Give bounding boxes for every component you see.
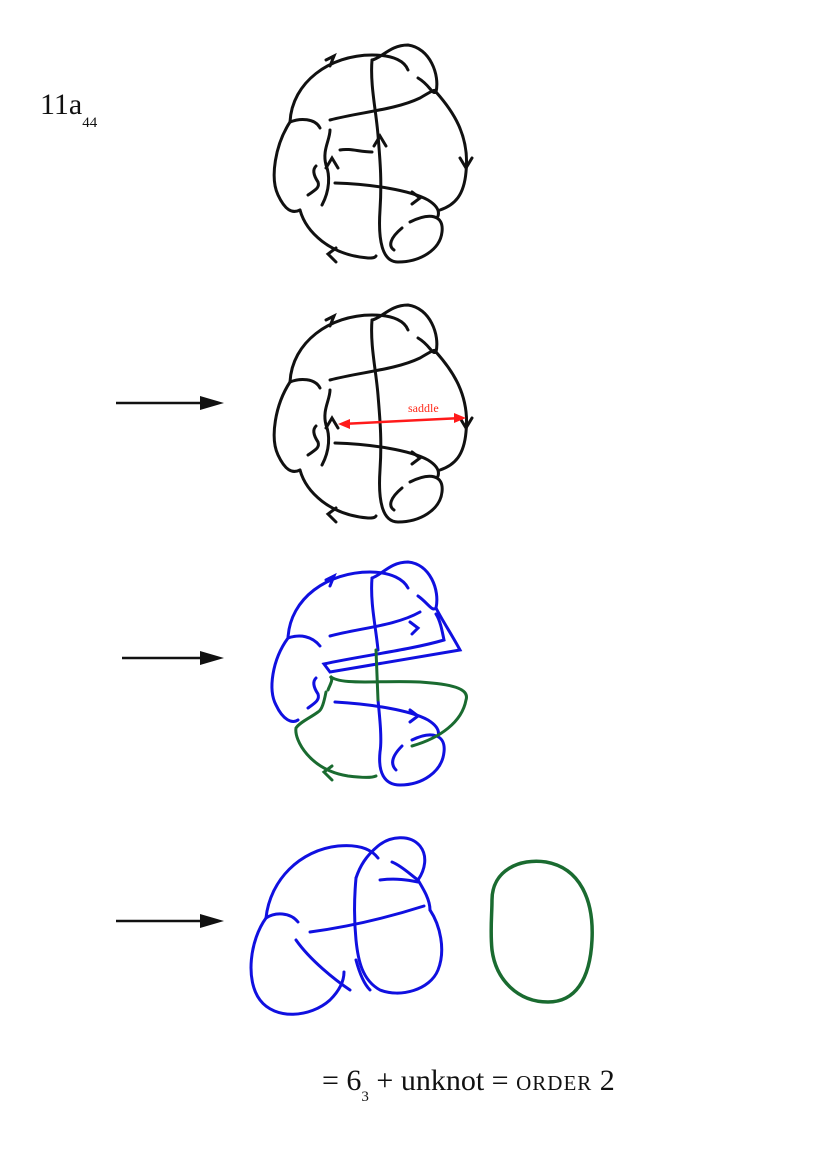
knot-strand: [370, 560, 439, 611]
knot-strand: [391, 744, 404, 772]
knot-strand: [370, 576, 380, 652]
knot-strand: [333, 700, 440, 738]
orientation-arrow-icon: [408, 708, 421, 724]
knot-diagram-after-saddle-blue: [270, 560, 463, 787]
knot-name-label: 11a44: [40, 88, 97, 131]
knot-orientation-arrows-blue: [324, 572, 421, 724]
knot-strand: [374, 648, 380, 702]
knot-strand: [272, 120, 302, 213]
orientation-arrow-icon: [458, 156, 474, 171]
knot-strand: [370, 43, 439, 95]
diagram-stroke: [341, 416, 463, 426]
diagram-stroke: [200, 651, 224, 665]
formula-order-word: order: [516, 1064, 593, 1097]
unknot-diagram: [489, 859, 594, 1004]
arrow-right-icon: [116, 914, 224, 928]
knot-strand: [298, 468, 378, 520]
knot-strand: [326, 674, 468, 748]
orientation-arrow-icon: [410, 450, 423, 466]
knot-strand: [298, 208, 378, 260]
knot-strand: [354, 958, 372, 992]
orientation-arrow-icon: [324, 572, 337, 588]
saddle-label: saddle: [408, 401, 439, 415]
knot-strand: [378, 877, 420, 884]
knot-strand: [288, 313, 410, 384]
knot-strand: [370, 58, 444, 264]
knot-orientation-arrows: [324, 52, 474, 264]
knot-strand: [333, 441, 440, 478]
knot-orientation-arrows: [324, 312, 474, 524]
knot-strand: [434, 90, 469, 212]
knot-strand: [333, 181, 440, 218]
knot-strand: [434, 350, 469, 472]
orientation-arrow-icon: [325, 246, 338, 264]
knot-strand: [376, 698, 446, 787]
unknot-loop: [489, 859, 594, 1004]
diagram-stroke: [200, 914, 224, 928]
knot-strand: [264, 844, 380, 920]
knot-strand: [306, 676, 320, 710]
orientation-arrow-icon: [410, 190, 423, 206]
knot-strand: [286, 570, 410, 640]
knot-strand: [288, 88, 438, 130]
knot-strand: [286, 610, 422, 648]
formula-rest: + unknot =: [368, 1064, 517, 1097]
knot-diagram-original: [272, 43, 469, 264]
knot-strand: [249, 916, 346, 1016]
orientation-arrow-icon: [324, 52, 337, 68]
saddle-band: saddle: [338, 401, 466, 429]
diagram-stroke: [200, 396, 224, 410]
knot-strand: [306, 164, 320, 197]
knot-strand: [353, 876, 444, 995]
knot-strand: [338, 147, 374, 154]
knot-strand: [294, 938, 352, 992]
knot-strand: [416, 878, 432, 912]
knot-6-3-diagram: [249, 836, 444, 1016]
diagram-stroke: [454, 413, 466, 423]
knot-strand: [306, 424, 320, 457]
knot-strand: [389, 226, 404, 252]
arrow-right-icon: [116, 396, 224, 410]
arrow-right-icon: [122, 651, 224, 665]
knot-strand: [320, 388, 332, 467]
knot-diagram-with-saddle: [272, 303, 469, 524]
orientation-arrow-icon: [458, 416, 474, 431]
orientation-arrow-icon: [321, 764, 334, 782]
knot-strand: [288, 348, 438, 390]
knot-diagram-after-saddle-green: [294, 648, 468, 779]
formula-order-number: 2: [592, 1064, 615, 1097]
knot-strand: [270, 636, 300, 723]
orientation-arrow-icon: [324, 312, 337, 328]
formula-equals: =: [322, 1064, 347, 1097]
orientation-arrow-icon: [372, 133, 388, 148]
knot-strand: [389, 486, 404, 512]
orientation-arrow-icon: [324, 415, 340, 430]
knot-strand: [288, 53, 410, 124]
knot-name-subscript: 44: [82, 115, 98, 131]
knot-strand: [320, 128, 332, 207]
knot-strand: [370, 318, 444, 524]
orientation-arrow-icon: [325, 506, 338, 524]
knot-strand: [272, 380, 302, 473]
knot-strand: [370, 303, 439, 355]
orientation-arrow-icon: [324, 155, 340, 170]
formula-knot-subscript: 3: [361, 1089, 369, 1105]
knot-name-prefix: 11a: [40, 88, 83, 121]
orientation-arrow-icon: [408, 620, 421, 636]
knot-strand: [264, 904, 426, 934]
knot-orientation-arrows-green: [321, 764, 334, 782]
result-formula: = 63 + unknot = order 2: [322, 1064, 615, 1105]
knot-strand: [321, 606, 463, 674]
formula-knot: 6: [346, 1064, 362, 1097]
knot-strand: [294, 690, 378, 779]
diagram-stroke: [338, 419, 350, 429]
knot-strand: [354, 836, 427, 883]
